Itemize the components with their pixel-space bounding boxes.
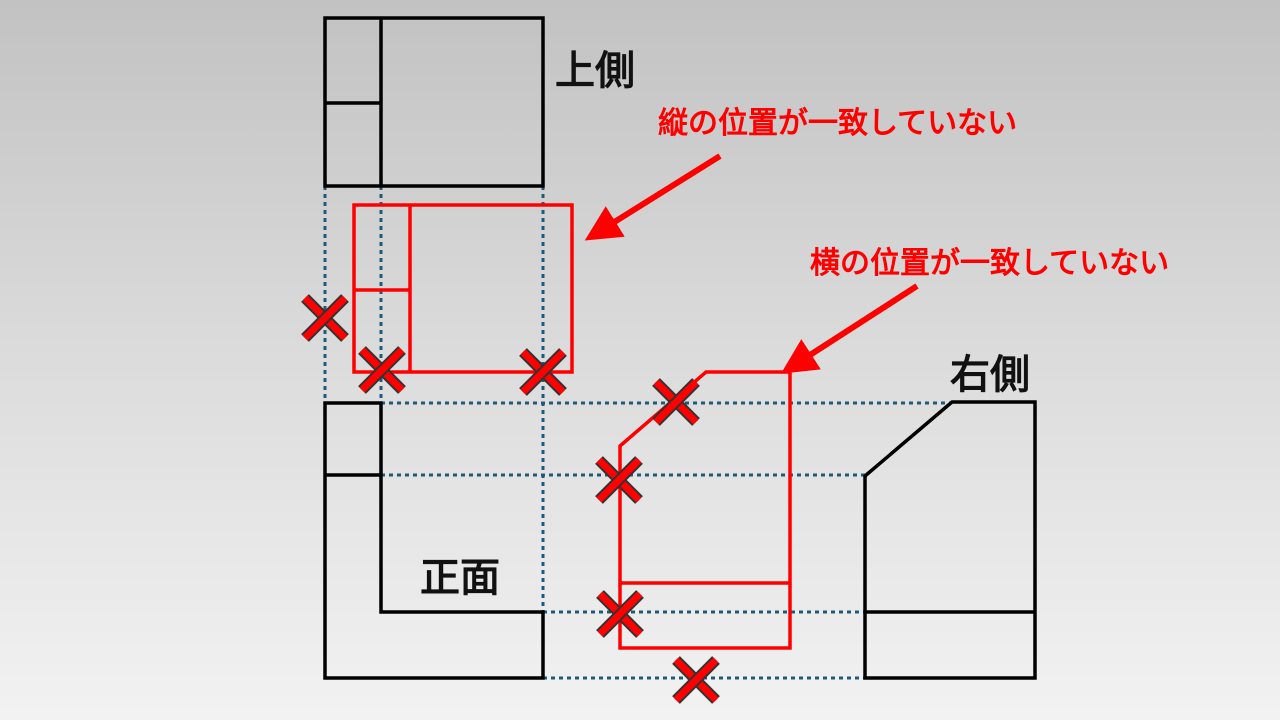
right-view-label: 右側 bbox=[950, 352, 1030, 398]
x-mark-icon bbox=[595, 456, 643, 504]
arrow-icon bbox=[780, 283, 919, 374]
top-view-label: 上側 bbox=[555, 48, 635, 94]
right-view-misaligned bbox=[618, 370, 792, 650]
x-mark-icon bbox=[652, 378, 700, 426]
x-mark-icon bbox=[358, 346, 406, 394]
arrow-icon bbox=[584, 153, 722, 241]
top-view-correct bbox=[323, 16, 545, 188]
front-view-label: 正面 bbox=[420, 555, 500, 601]
horizontal-mismatch-label: 横の位置が一致していない bbox=[810, 246, 1170, 281]
x-mark-icon bbox=[596, 590, 644, 638]
top-view-misaligned bbox=[352, 203, 574, 374]
x-mark-icon bbox=[301, 294, 349, 342]
vertical-mismatch-label: 縦の位置が一致していない bbox=[658, 106, 1018, 141]
x-mark-icon bbox=[519, 348, 567, 396]
front-view bbox=[323, 401, 545, 680]
right-view-correct bbox=[863, 400, 1037, 680]
x-mark-icon bbox=[672, 656, 720, 704]
